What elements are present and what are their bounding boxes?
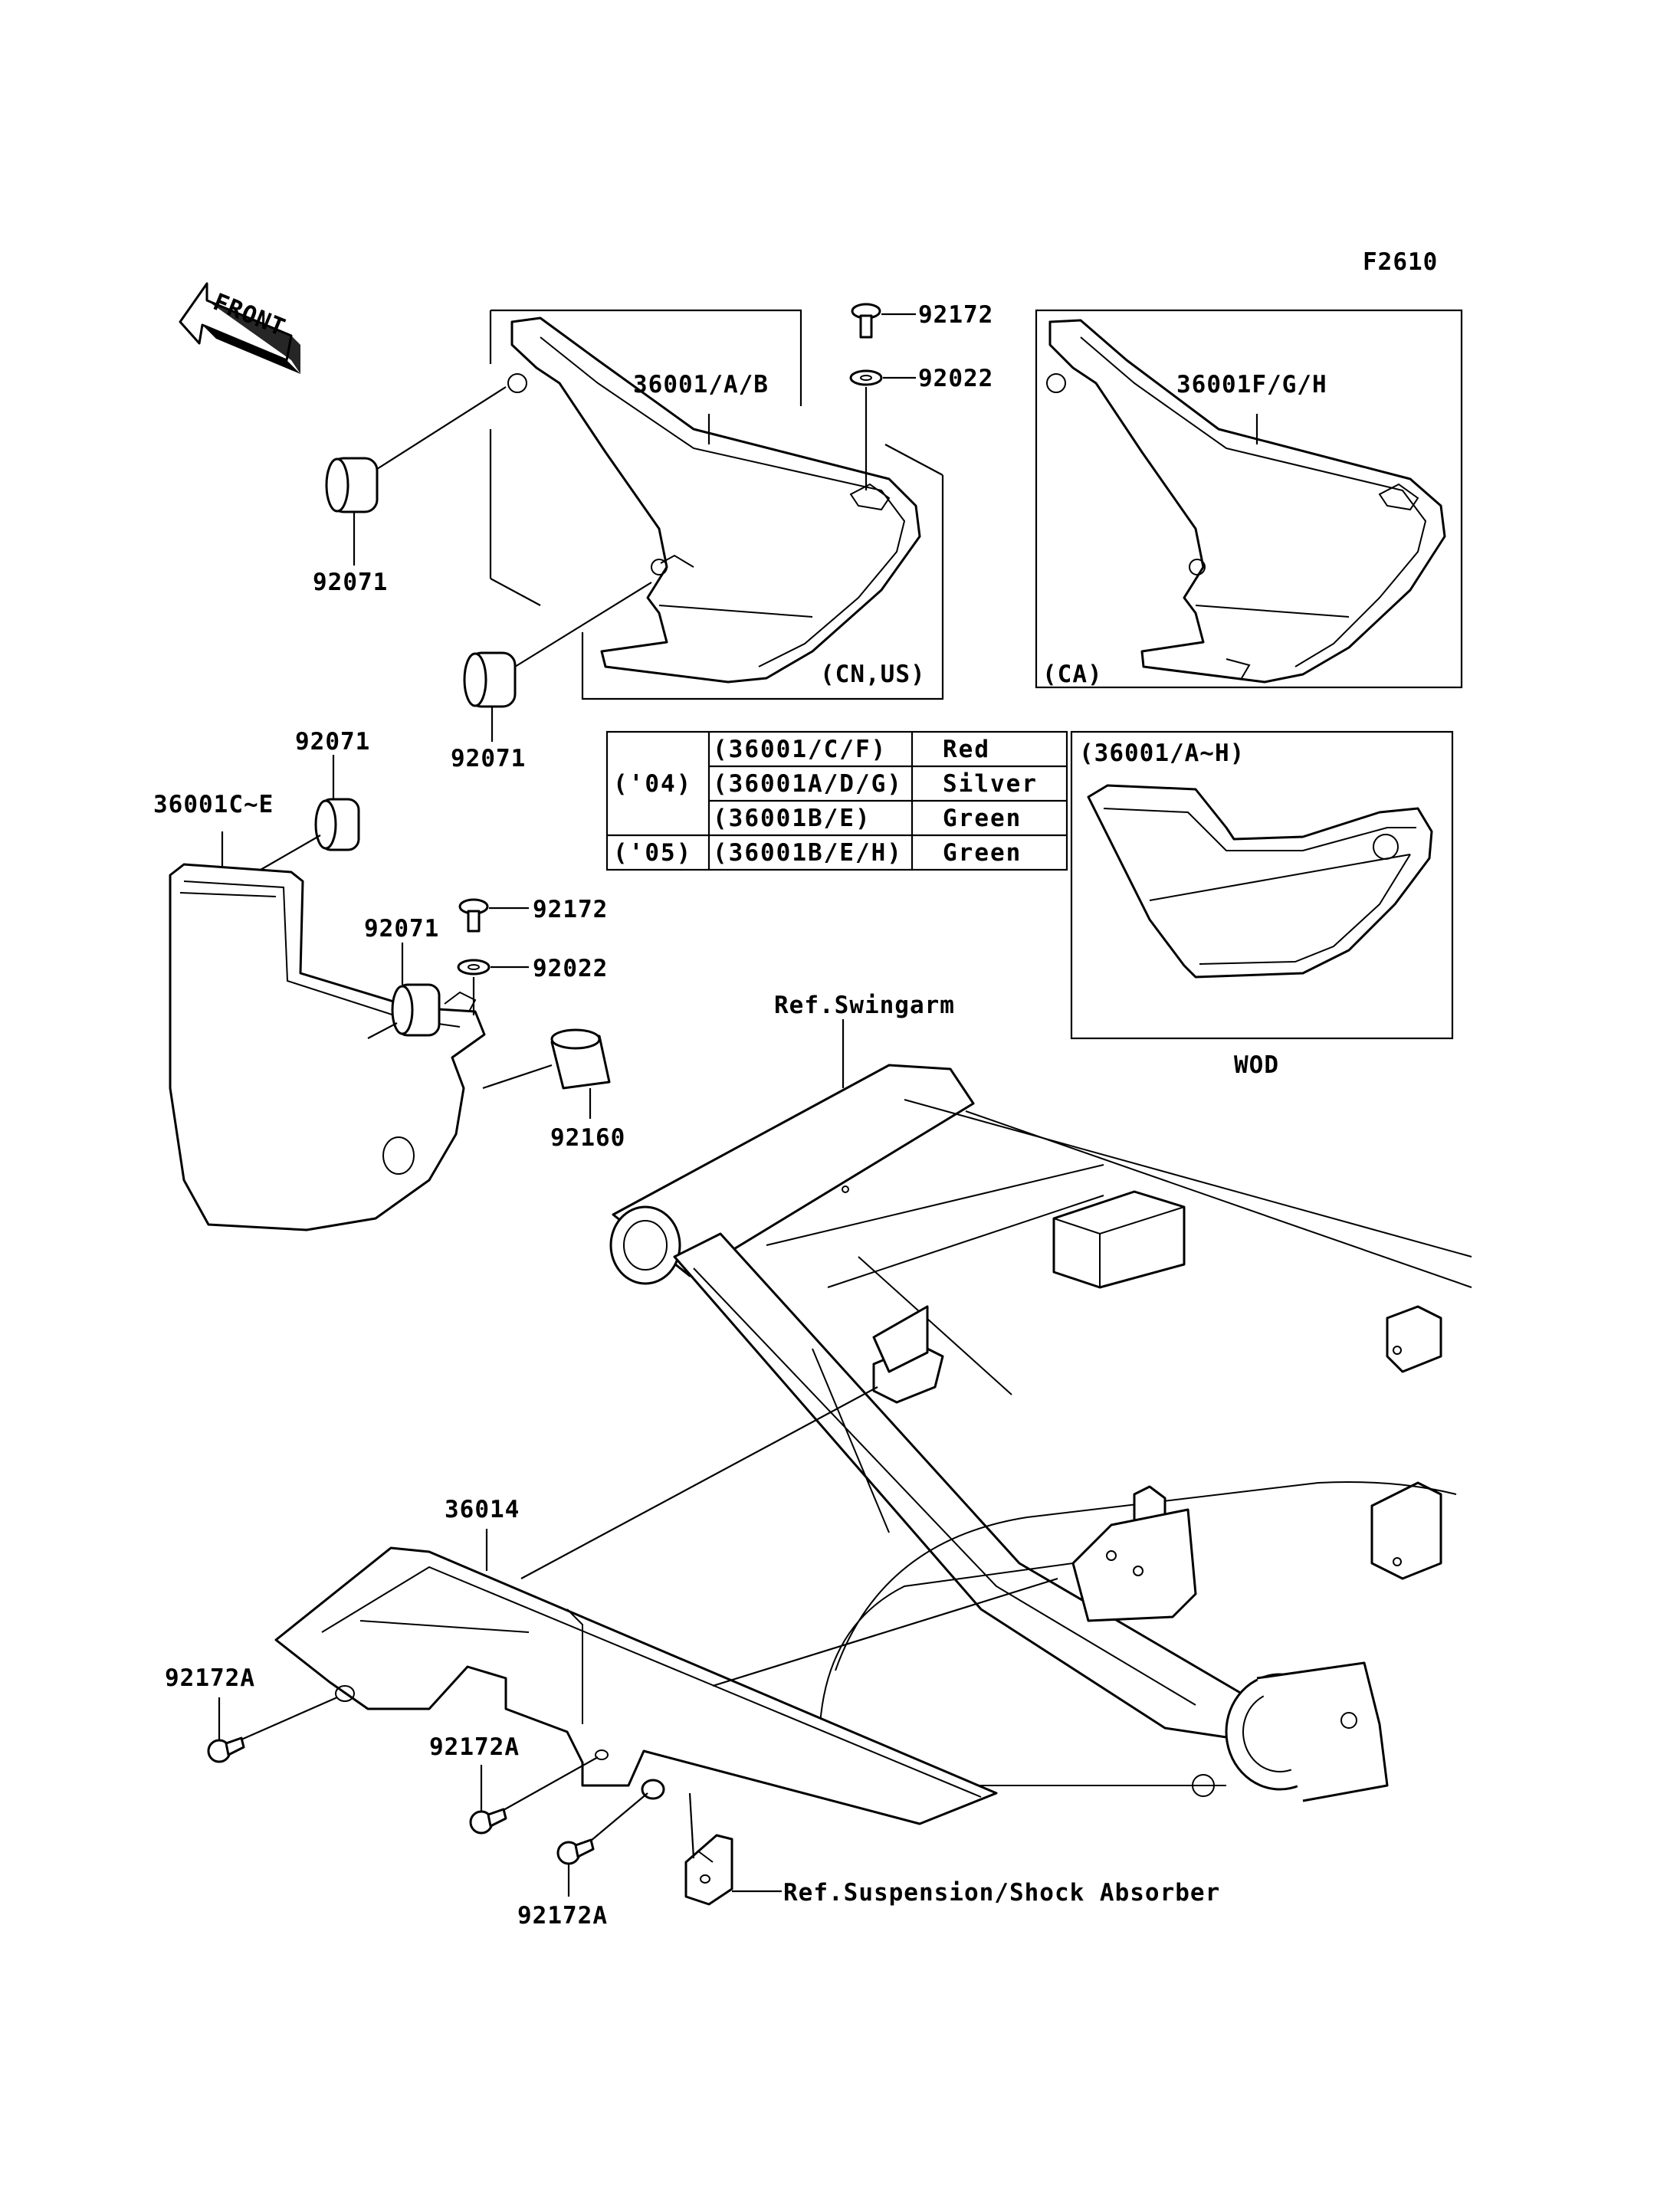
label-36014: 36014 <box>445 1496 520 1523</box>
washer-mid-icon: 92022 <box>457 955 608 1015</box>
table-row-1-part: (36001/C/F) <box>713 736 887 763</box>
cn-us-tag: (CN,US) <box>820 661 926 688</box>
label-92071-left-upper: 92071 <box>295 728 370 756</box>
ref-swingarm: Ref.Swingarm <box>774 992 955 1019</box>
label-92071-upper: 92071 <box>313 569 388 596</box>
color-table: ('04) (36001/C/F) Red (36001A/D/G) Silve… <box>605 730 1068 871</box>
ref-suspension: Ref.Suspension/Shock Absorber <box>783 1879 1220 1907</box>
label-36001-a-b: 36001/A/B <box>633 371 769 398</box>
grommet-upper: 92071 <box>313 386 507 596</box>
label-92172a-1: 92172A <box>165 1664 255 1692</box>
bolt-a2-icon: 92172A <box>429 1733 599 1835</box>
grommet-lower: 92071 <box>451 582 652 772</box>
box-wod: (36001/A~H) WOD <box>1070 730 1454 1079</box>
table-row-3-part: (36001B/E) <box>713 805 871 832</box>
table-row-4-color: Green <box>943 839 1022 867</box>
wod-header: (36001/A~H) <box>1079 739 1245 767</box>
bolt-mid-icon: 92172 <box>458 896 608 933</box>
figure-code: F2610 <box>1363 248 1438 276</box>
chain-cover: 36014 <box>274 1386 1058 1825</box>
grommet-left-upper: 92071 <box>260 728 370 871</box>
label-92172-mid: 92172 <box>533 896 608 923</box>
table-row-2-part: (36001A/D/G) <box>713 770 903 798</box>
label-92160: 92160 <box>550 1124 625 1152</box>
bolt-a1-icon: 92172A <box>165 1664 338 1763</box>
table-row-4-part: (36001B/E/H) <box>713 839 903 867</box>
table-row-1-color: Red <box>943 736 990 763</box>
table-row-2-color: Silver <box>943 770 1038 798</box>
ca-tag: (CA) <box>1042 661 1103 688</box>
label-92022-mid: 92022 <box>533 955 608 982</box>
front-arrow-icon: FRONT <box>179 282 300 374</box>
label-92071-lower: 92071 <box>451 745 526 772</box>
label-36001-fgh: 36001F/G/H <box>1176 371 1327 398</box>
label-92172-top: 92172 <box>918 301 993 329</box>
label-92172a-2: 92172A <box>429 1733 520 1761</box>
collar-icon: 92160 <box>482 1028 625 1152</box>
table-row-1-year: ('04) <box>613 770 692 798</box>
table-row-3-color: Green <box>943 805 1022 832</box>
box-cn-us: (CN,US) 36001/A/B <box>489 309 944 700</box>
box-ca: (CA) 36001F/G/H <box>1035 309 1463 689</box>
bolt-top-icon: 92172 <box>851 301 993 339</box>
label-36001c-e: 36001C~E <box>153 791 274 818</box>
wod-caption: WOD <box>1234 1051 1279 1079</box>
shock-bracket: Ref.Suspension/Shock Absorber <box>684 1792 1220 1907</box>
label-92172a-3: 92172A <box>517 1902 608 1930</box>
grommet-left-lower: 92071 <box>364 915 441 1039</box>
label-92071-left-lower: 92071 <box>364 915 439 943</box>
washer-top-icon: 92022 <box>849 365 993 490</box>
bolt-a3-icon: 92172A <box>517 1792 648 1930</box>
table-row-4-year: ('05) <box>613 839 692 867</box>
swingarm: Ref.Swingarm <box>609 992 1472 1802</box>
label-92022-top: 92022 <box>918 365 993 392</box>
